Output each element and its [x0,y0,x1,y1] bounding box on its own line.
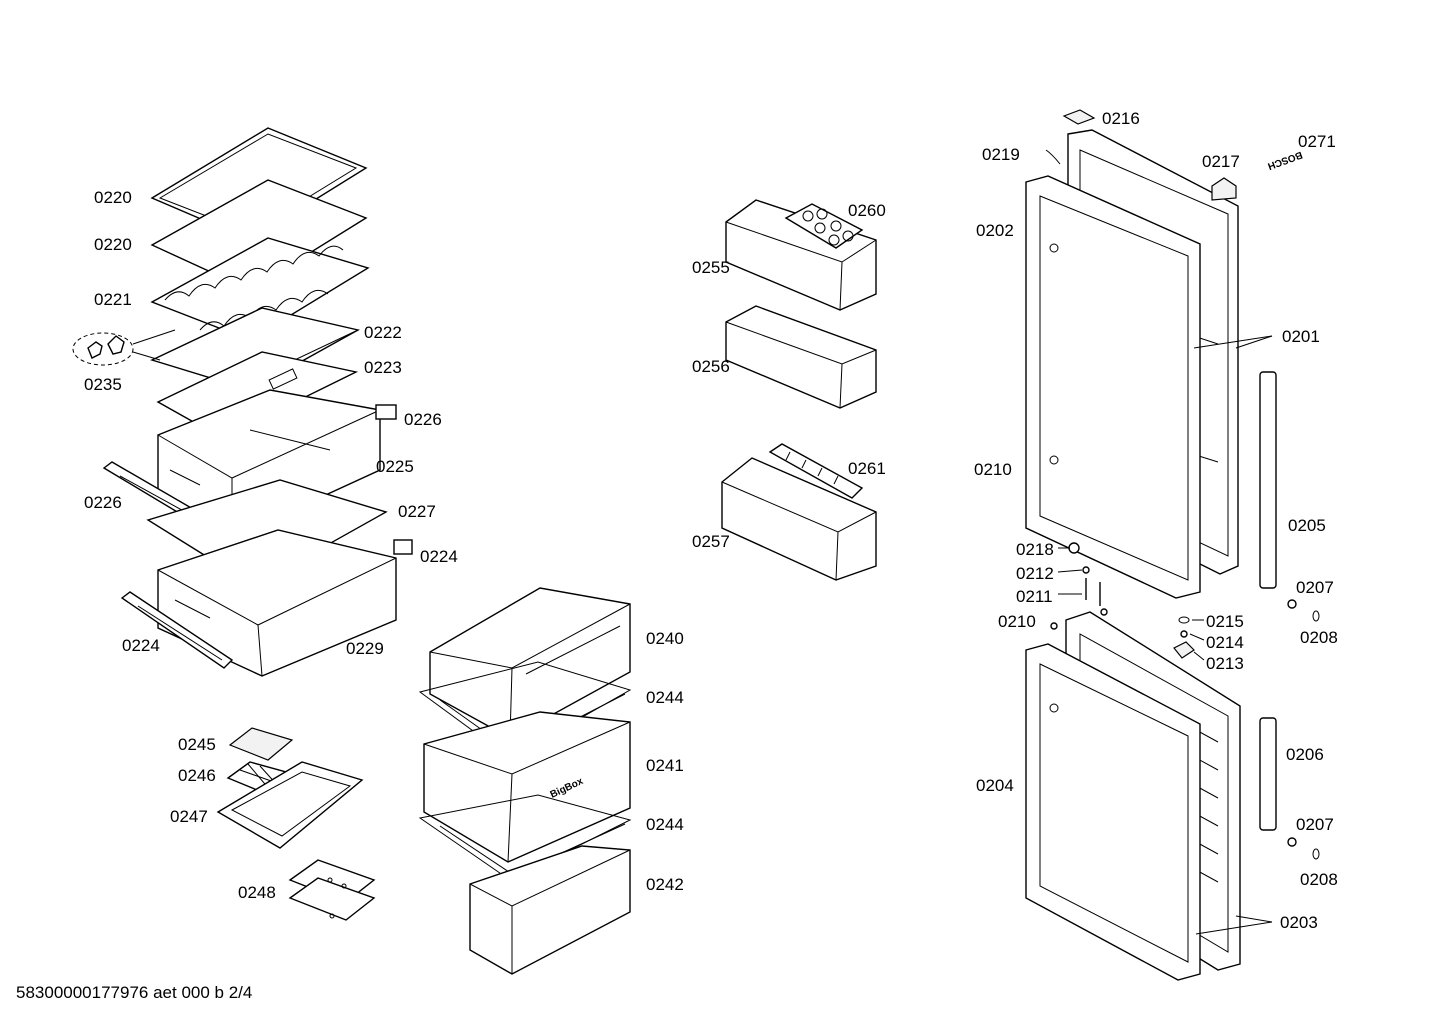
label-0207-b: 0207 [1296,815,1334,834]
cool-pack [288,859,376,921]
leader-lines [1057,335,1273,935]
label-0240: 0240 [646,629,684,648]
label-0207-a: 0207 [1296,578,1334,597]
label-0208-b: 0208 [1300,870,1338,889]
label-0223: 0223 [364,358,402,377]
label-0244-b: 0244 [646,815,684,834]
brand-badge: BOSCH [1266,149,1304,172]
egg-tray [784,203,864,249]
label-0241: 0241 [646,756,684,775]
label-0247: 0247 [170,807,208,826]
part-labels: 0220 0220 0221 0222 0223 0235 0226 0225 … [84,109,1338,932]
label-0227: 0227 [398,502,436,521]
ice-tray-lid [228,727,294,761]
hinge-hardware [1050,542,1195,659]
drawer-rail-right-upper [375,404,397,420]
bottle-retainer [768,443,864,499]
label-0260: 0260 [848,201,886,220]
label-0220-b: 0220 [94,235,132,254]
label-0224-a: 0224 [420,547,458,566]
label-0213: 0213 [1206,654,1244,673]
handle-screws [1287,599,1320,860]
label-0218: 0218 [1016,540,1054,559]
fridge-door-handle [1259,371,1277,589]
label-0257: 0257 [692,532,730,551]
label-0246: 0246 [178,766,216,785]
freezer-drawer-bottom [469,845,631,975]
label-0255: 0255 [692,258,730,277]
label-0214: 0214 [1206,633,1244,652]
freezer-drawer-bigbox: BigBox [423,711,631,863]
label-0222: 0222 [364,323,402,342]
door-top-cap [1211,177,1237,201]
label-0208-a: 0208 [1300,628,1338,647]
label-0229: 0229 [346,639,384,658]
document-reference: 58300000177976 aet 000 b 2/4 [16,983,252,1002]
clip-detail-group [72,329,176,366]
drawer-rail-right-lower [393,539,413,555]
label-0235: 0235 [84,375,122,394]
label-0215: 0215 [1206,612,1244,631]
label-0219: 0219 [982,145,1020,164]
crisper-drawer-lower [157,529,397,677]
label-0248: 0248 [238,883,276,902]
label-0221: 0221 [94,290,132,309]
label-0220-a: 0220 [94,188,132,207]
label-0244-a: 0244 [646,688,684,707]
label-0211: 0211 [1016,587,1053,606]
label-0206: 0206 [1286,745,1324,764]
door-bin-bottom [721,457,877,581]
freezer-door-handle [1259,717,1277,831]
label-0245: 0245 [178,735,216,754]
door-bin-middle [725,305,877,409]
label-0242: 0242 [646,875,684,894]
label-0261: 0261 [848,459,886,478]
wine-rack [150,237,370,341]
label-0271: 0271 [1298,132,1336,151]
label-0203: 0203 [1280,913,1318,932]
ice-tray-holder [216,761,364,849]
freezer-drawer-top [429,587,631,739]
label-0210-b: 0210 [998,612,1036,631]
label-0226-b: 0226 [84,493,122,512]
label-0224-b: 0224 [122,636,160,655]
label-0210-a: 0210 [974,460,1012,479]
label-0205: 0205 [1288,516,1326,535]
drawer-rail-left-lower [120,591,234,669]
bosch-logo: BOSCH [1266,149,1304,172]
label-0204: 0204 [976,776,1014,795]
label-0225: 0225 [376,457,414,476]
label-0217: 0217 [1202,152,1240,171]
freezer-door-gasket [1025,643,1201,981]
label-0216: 0216 [1102,109,1140,128]
label-0226-a: 0226 [404,410,442,429]
door-spring-clip [1045,149,1061,165]
label-0202: 0202 [976,221,1014,240]
label-0212: 0212 [1016,564,1054,583]
label-0201: 0201 [1282,327,1320,346]
label-0256: 0256 [692,357,730,376]
top-hinge-cover [1062,109,1096,125]
fridge-door-gasket [1025,175,1201,599]
